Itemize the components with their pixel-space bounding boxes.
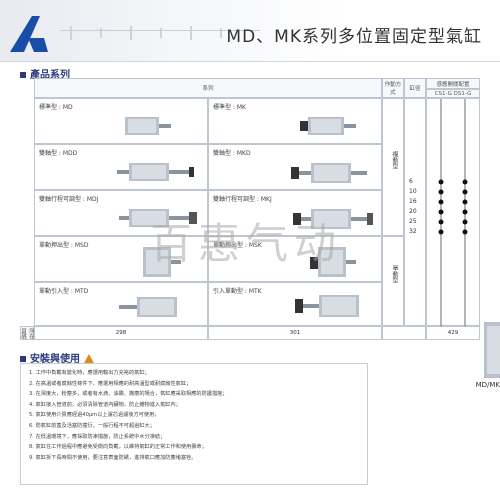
page-ref-blank — [382, 326, 426, 340]
warning-icon — [83, 353, 95, 365]
section-usage: 安裝與使用 — [20, 350, 95, 365]
product-cell-mkj[interactable]: 雙軸行程可調型 : MKJ — [208, 190, 382, 236]
series-header: 系列 — [34, 78, 382, 98]
cylinder-mdd-image — [117, 163, 194, 181]
product-cell-mk[interactable]: 標準型 : MK — [208, 98, 382, 144]
note-item: 1. 工作中負載有變化時，應選用輸出力充裕的氣缸； — [29, 370, 150, 376]
note-item: 4. 氣缸接入管道前，必須清除管道內臟物，防止雜物進入氣缸內； — [29, 401, 181, 408]
product-label: 標準型 : MK — [213, 104, 246, 111]
single-acting-label: 單動型 — [391, 265, 398, 283]
product-label: 單動引入型 : MTD — [39, 288, 89, 295]
bore-value: 32 — [409, 228, 417, 235]
section-products-label: 產品系列 — [30, 70, 70, 81]
page-title: MD、MK系列多位置固定型氣缸 — [226, 27, 482, 47]
cylinder-md-image — [125, 117, 171, 135]
product-cell-md[interactable]: 標準型 : MD — [34, 98, 208, 144]
product-cell-mkd[interactable]: 雙軸型 : MKD — [208, 144, 382, 190]
product-table: 系列 作動方式 缸徑 感應開關配置 CS1-G DS1-G 標準型 : MD 標… — [20, 78, 480, 340]
product-label: 單動押出型 : MSD — [39, 242, 89, 249]
bore-cell: 6 10 16 20 25 32 — [404, 98, 426, 326]
switch-matrix — [438, 99, 468, 327]
cylinder-msd-image — [143, 247, 181, 277]
bore-value: 25 — [409, 218, 417, 225]
product-label: 雙軸行程可調型 : MKJ — [213, 196, 272, 203]
side-cylinder-image — [484, 322, 500, 378]
product-cell-mdd[interactable]: 雙軸型 : MDD — [34, 144, 208, 190]
switch-cell — [426, 98, 480, 327]
bullet-icon — [20, 72, 26, 78]
cylinder-mk-image — [300, 117, 356, 135]
switch-models: CS1-G DS1-G — [426, 89, 480, 98]
cylinder-mkj-image — [293, 209, 373, 229]
cylinder-mdj-image — [119, 209, 197, 227]
product-cell-mtd[interactable]: 單動引入型 : MTD — [34, 282, 208, 326]
header: MD、MK系列多位置固定型氣缸 — [0, 0, 500, 62]
product-cell-mdj[interactable]: 雙軸行程可調型 : MDJ — [34, 190, 208, 236]
bore-value: 10 — [409, 188, 417, 195]
watermark: 百惠气动 — [150, 219, 343, 268]
note-item: 8. 氣缸在工作過程中應避免受側向負載，以維持氣缸的正常工作和使用壽命； — [29, 444, 207, 451]
action-single-cell: 單動型 — [382, 236, 404, 326]
action-header: 作動方式 — [382, 78, 404, 98]
product-cell-mtk[interactable]: 引入單動型 : MTK — [208, 282, 382, 326]
page-ref-mk[interactable]: 301 — [208, 326, 382, 340]
section-usage-label: 安裝與使用 — [30, 354, 80, 365]
note-item: 9. 氣缸拆下長時間不使用，要注意表面防銹，進排氣口應加防塵堵塞栓。 — [29, 454, 197, 461]
page-ref-md[interactable]: 298 — [34, 326, 208, 340]
product-label: 雙軸型 : MDD — [39, 150, 78, 157]
product-cell-msd[interactable]: 單動押出型 : MSD — [34, 236, 208, 282]
note-item: 5. 氣缸使用介質應經過40μm以上濾芯過濾後方可使用； — [29, 412, 160, 419]
product-cell-msk[interactable]: 單動押出型 : MSK — [208, 236, 382, 282]
product-label: 標準型 : MD — [39, 104, 73, 111]
action-double-cell: 複動型 — [382, 98, 404, 236]
bore-header: 缸徑 — [404, 78, 426, 98]
side-caption: MD/MK — [475, 381, 500, 389]
product-label: 雙軸行程可調型 : MDJ — [39, 196, 99, 203]
bore-list: 6 10 16 20 25 32 — [409, 177, 417, 237]
cylinder-msk-image — [310, 247, 356, 277]
bullet-icon — [20, 356, 26, 362]
page-ref-switch[interactable]: 429 — [426, 326, 480, 340]
note-item: 6. 防氣缸前蓋及活塞防撞衍，一般行程不可超過缸大； — [29, 422, 155, 429]
cylinder-mtk-image — [295, 295, 359, 317]
double-acting-label: 複動型 — [391, 151, 398, 169]
product-label: 引入單動型 : MTK — [213, 288, 262, 295]
cylinder-mtd-image — [119, 297, 177, 317]
switch-header: 感應開關配置 — [426, 78, 480, 89]
bore-value: 16 — [409, 198, 417, 205]
bore-value: 20 — [409, 208, 417, 215]
cylinder-mkd-image — [291, 163, 367, 183]
brand-logo-icon — [10, 16, 48, 52]
page-row-header: 所在頁碼 — [20, 326, 34, 340]
note-item: 7. 在低溫環境下，應採取防凍措施，防止系統中水分凍結； — [29, 433, 166, 440]
note-item: 3. 在濕度大，粉塵多，或者有水滴、油霧、撒塵的場合，氣缸應采取相應的防護措施； — [29, 391, 228, 398]
usage-notes: 1. 工作中負載有變化時，應選用輸出力充裕的氣缸； 2. 在高溫或者腐蝕性條件下… — [20, 363, 368, 485]
header-decoration — [60, 26, 260, 40]
bore-value: 6 — [409, 178, 413, 185]
product-label: 單動押出型 : MSK — [213, 242, 262, 249]
note-item: 2. 在高溫或者腐蝕性條件下，應選用相應的耐高溫型或耐腐蝕性氣缸； — [29, 380, 192, 387]
product-label: 雙軸型 : MKD — [213, 150, 251, 157]
section-products: 產品系列 — [20, 66, 70, 81]
